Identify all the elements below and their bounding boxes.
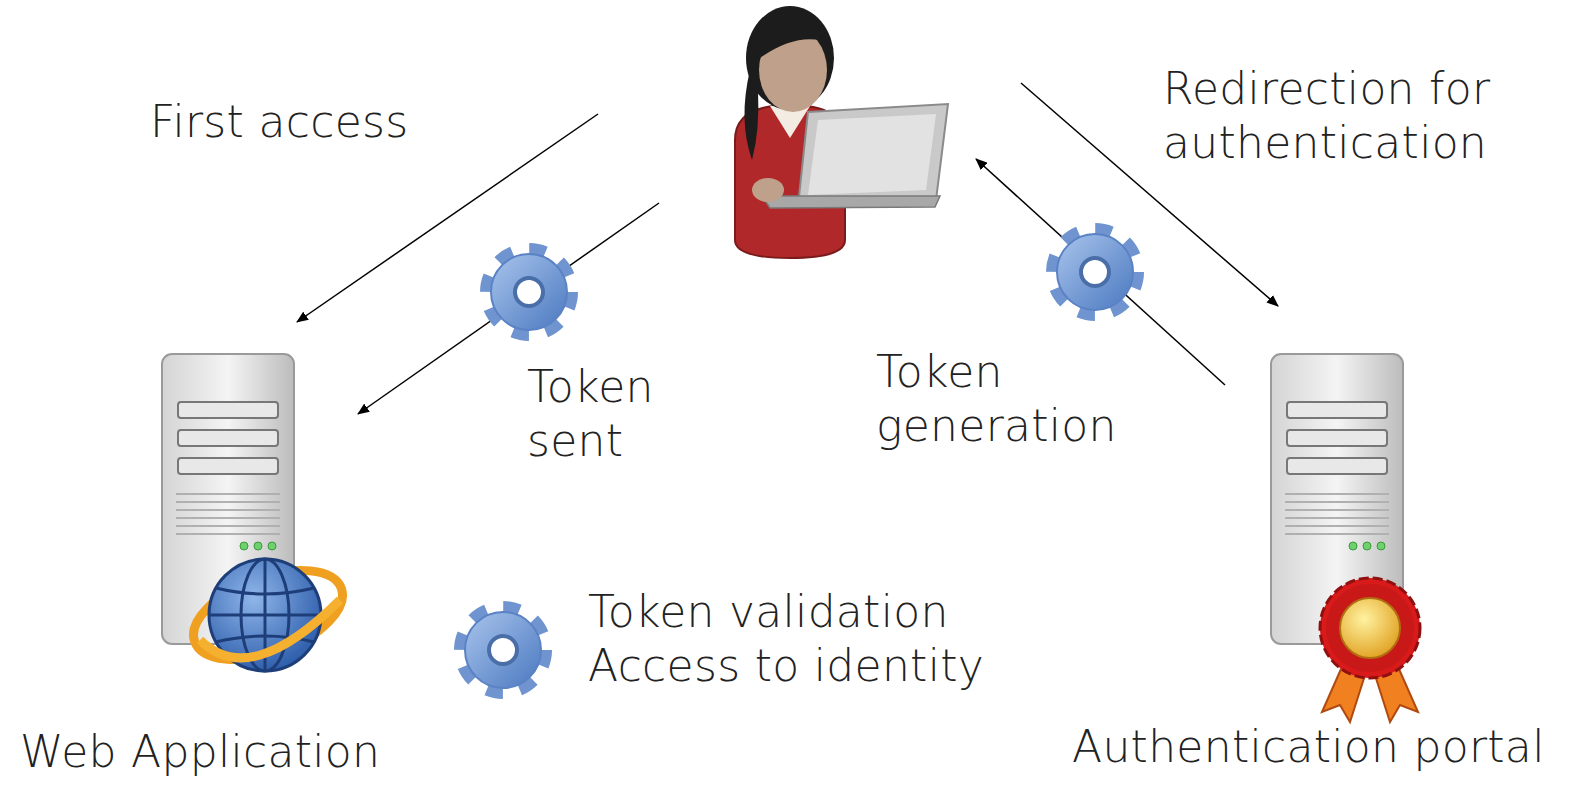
arrow-connector — [976, 159, 1225, 385]
auth-server-icon — [1271, 354, 1420, 722]
edge-label: Redirection for authentication — [1163, 62, 1523, 170]
node-box — [590, 70, 1030, 210]
token-gear — [489, 252, 569, 332]
node-box: Web Application — [10, 345, 410, 800]
note-text: Token validation Access to identity — [588, 585, 1008, 693]
node-label: Authentication portal — [1072, 720, 1560, 774]
node-box: Authentication portal — [1060, 345, 1560, 800]
token-gear — [1055, 232, 1135, 312]
edge-label: Token sent — [527, 360, 687, 468]
edge-label: First access — [150, 95, 480, 149]
edge-label: Token generation — [876, 345, 1116, 453]
user-icon — [735, 6, 948, 258]
node-label: Web Application — [20, 725, 410, 779]
validation-gear — [463, 610, 543, 690]
web-server-icon — [162, 354, 354, 677]
